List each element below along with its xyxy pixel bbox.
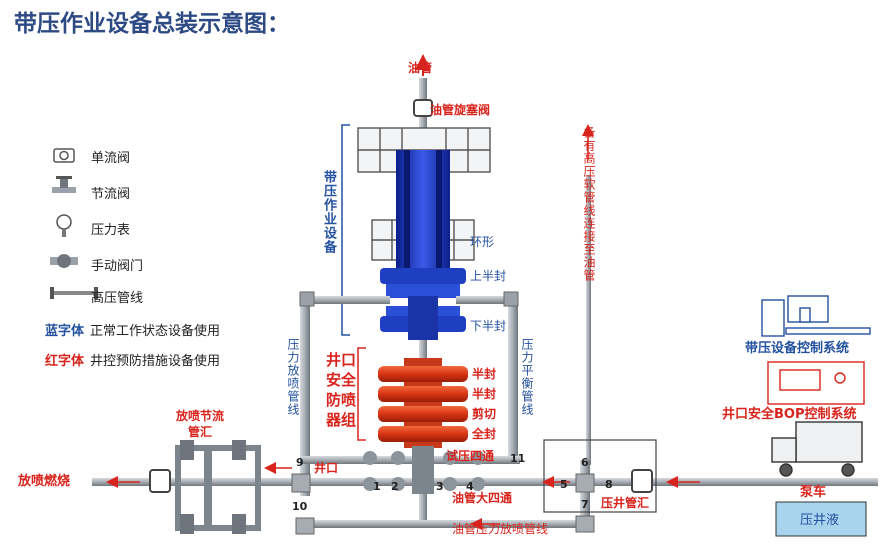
legend-label: 节流阀 (91, 186, 131, 202)
label-wellhead-bop-stack: 井口安全防喷器组 (326, 351, 357, 429)
point-number: 8 (605, 478, 613, 491)
label-shear: 剪切 (472, 407, 497, 421)
blue-key: 蓝字体 (45, 324, 85, 339)
legend-red-key: 红字体 井控预防措施设备使用 (45, 350, 220, 369)
pressure-gauge-icon (56, 214, 72, 237)
label-spare-hose: 备有高压软管线连接至油管 (582, 126, 596, 282)
bop-stack (357, 347, 468, 448)
point-number: 3 (436, 480, 444, 493)
red-desc: 井控预防措施设备使用 (90, 354, 221, 369)
point-number: 7 (581, 498, 589, 511)
label-half-seal-1: 半封 (472, 367, 497, 381)
legend-blue-key: 蓝字体 正常工作状态设备使用 (45, 320, 220, 339)
label-pressure-relief-line: 压力放喷管线 (286, 338, 300, 416)
label-pump-truck: 泵车 (800, 485, 827, 500)
legend-label: 单流阀 (91, 150, 131, 166)
label-annular: 环形 (470, 235, 495, 249)
pump-truck (771, 421, 863, 477)
check-valve-icon (53, 148, 75, 163)
label-tubing-plug-valve: 油管旋塞阀 (430, 103, 491, 117)
legend-label: 高压管线 (91, 290, 144, 306)
label-tubing-cross: 油管大四通 (452, 491, 513, 505)
blue-desc: 正常工作状态设备使用 (90, 324, 221, 339)
main-manifold-line (92, 456, 878, 535)
label-kill-manifold: 压井管汇 (601, 496, 650, 510)
label-bop-control: 井口安全BOP控制系统 (722, 407, 857, 422)
legend-check-valve: 单流阀 (45, 146, 130, 166)
pressure-lines (299, 291, 519, 496)
point-number: 1 (373, 480, 381, 493)
label-half-seal-2: 半封 (472, 387, 497, 401)
legend-manual-valve: 手动阀门 (45, 254, 143, 274)
label-blowout-choke-manifold: 放喷节流管汇 (176, 409, 225, 439)
choke-valve-icon (52, 176, 76, 193)
choke-manifold (149, 440, 261, 534)
snubbing-unit (357, 127, 491, 340)
tubing-plug-valve (413, 99, 433, 117)
point-number: 11 (510, 452, 526, 465)
red-key: 红字体 (45, 354, 85, 369)
spare-hose-line (586, 175, 591, 465)
label-tubing-pressure-line: 油管压力放喷管线 (452, 522, 549, 536)
label-flare: 放喷燃烧 (18, 474, 71, 489)
manual-valve-icon (50, 254, 78, 268)
label-snubbing-equipment: 带压作业设备 (321, 170, 336, 254)
legend-high-pressure-line: 高压管线 (45, 286, 143, 306)
point-number: 6 (581, 456, 589, 469)
point-number: 5 (560, 478, 568, 491)
label-tubing: 油管 (408, 61, 433, 75)
point-number: 2 (391, 480, 399, 493)
label-upper-half-seal: 上半封 (470, 269, 507, 283)
label-wellhead: 井口 (314, 461, 339, 475)
legend-label: 手动阀门 (91, 258, 144, 274)
snubbing-control-system (761, 295, 871, 337)
bop-control-system (767, 361, 865, 405)
wellhead-crosses (363, 446, 485, 494)
legend-choke-valve: 节流阀 (45, 182, 130, 202)
label-kill-fluid: 压井液 (800, 513, 840, 528)
label-blind: 全封 (472, 427, 497, 441)
point-number: 9 (296, 456, 304, 469)
kill-fluid-tank (775, 501, 867, 537)
legend-label: 压力表 (91, 222, 131, 238)
high-pressure-line-icon (50, 287, 98, 299)
label-lower-half-seal: 下半封 (470, 319, 507, 333)
page-title: 带压作业设备总装示意图： (14, 11, 290, 37)
flow-arrows (106, 462, 700, 530)
label-test-cross: 试压四通 (446, 449, 495, 463)
legend-pressure-gauge: 压力表 (45, 218, 130, 238)
label-pressure-balance-line: 压力平衡管线 (520, 338, 534, 416)
point-number: 10 (292, 500, 308, 513)
point-number: 4 (466, 480, 474, 493)
label-snubbing-control: 带压设备控制系统 (745, 341, 850, 356)
